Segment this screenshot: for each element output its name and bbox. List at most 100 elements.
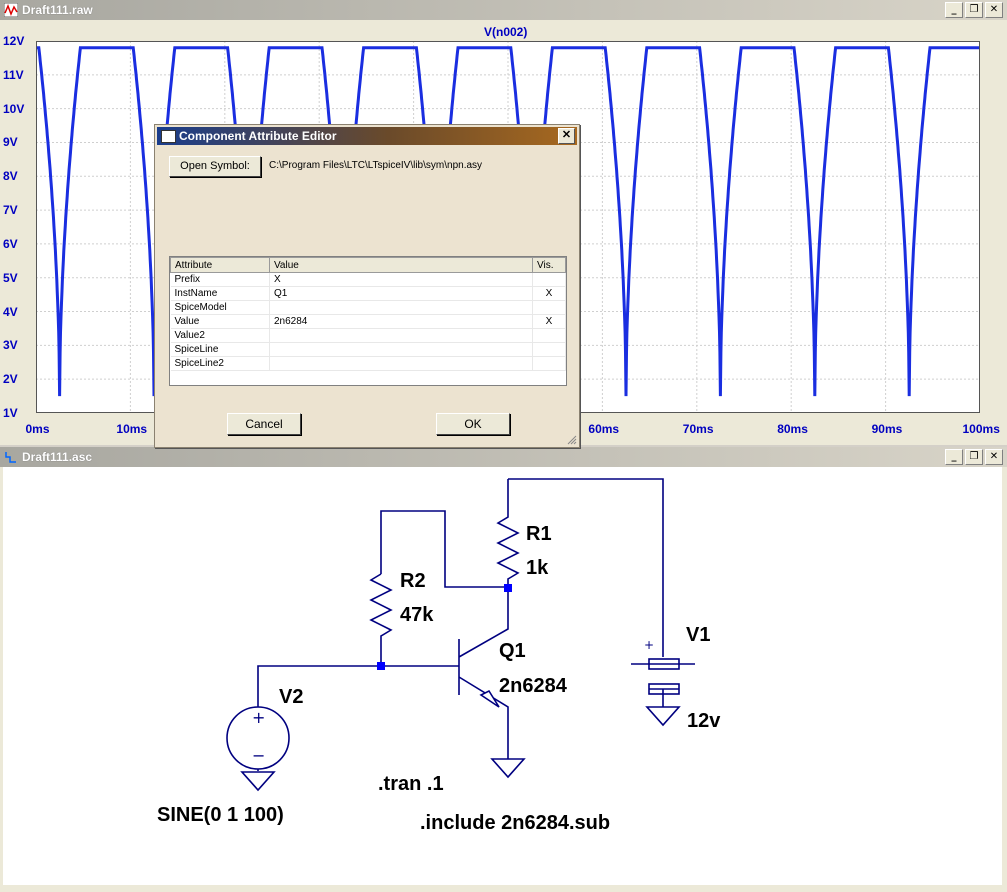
trace-name-label[interactable]: V(n002)	[484, 25, 528, 39]
attribute-cell-attribute[interactable]: InstName	[170, 286, 270, 301]
waveform-titlebar[interactable]: Draft111.raw _ ❐ ✕	[0, 0, 1007, 20]
col-value[interactable]: Value	[269, 257, 533, 273]
attribute-cell-vis[interactable]: X	[532, 314, 566, 329]
x-tick-label: 100ms	[962, 422, 1000, 436]
node-collector	[504, 584, 512, 592]
schematic-canvas[interactable]: + − + R1 1k R2 47k Q1 2n6284 V1 12v V2 S…	[3, 467, 1002, 885]
v1-plus-sign: +	[644, 638, 654, 652]
attribute-cell-value[interactable]	[269, 342, 533, 357]
y-tick-label: 8V	[3, 169, 18, 184]
dialog-close-button[interactable]: ✕	[558, 128, 575, 144]
minimize-button[interactable]: _	[945, 2, 963, 18]
resistor-r1	[496, 485, 520, 588]
include-directive[interactable]: .include 2n6284.sub	[420, 812, 611, 834]
attribute-row[interactable]: SpiceLine2	[170, 356, 566, 371]
attribute-cell-vis[interactable]	[532, 356, 566, 371]
r1-value[interactable]: 1k	[526, 557, 549, 579]
waveform-window-title: Draft111.raw	[22, 3, 93, 17]
schematic-window-title: Draft111.asc	[22, 450, 93, 464]
ground-q1	[490, 758, 526, 779]
x-tick-label: 80ms	[777, 422, 808, 436]
wire-feedback	[380, 510, 508, 588]
v1-name[interactable]: V1	[686, 624, 711, 646]
y-tick-label: 1V	[3, 406, 18, 420]
y-tick-label: 2V	[3, 372, 18, 387]
attribute-row[interactable]: SpiceLine	[170, 342, 566, 357]
attribute-cell-value[interactable]: X	[269, 272, 533, 287]
ground-v1	[645, 706, 681, 727]
attribute-row[interactable]: SpiceModel	[170, 300, 566, 315]
component-attribute-editor: Component Attribute Editor ✕ Open Symbol…	[154, 124, 580, 448]
ok-button[interactable]: OK	[436, 413, 510, 435]
y-tick-label: 11V	[3, 67, 24, 82]
attribute-cell-attribute[interactable]: SpiceLine	[170, 342, 270, 357]
ground-v2	[240, 771, 276, 792]
attribute-row[interactable]: Value2	[170, 328, 566, 343]
q1-value[interactable]: 2n6284	[499, 675, 567, 697]
r2-value[interactable]: 47k	[400, 604, 434, 626]
attribute-cell-value[interactable]: 2n6284	[269, 314, 533, 329]
x-tick-label: 60ms	[588, 422, 620, 436]
r2-name[interactable]: R2	[400, 570, 426, 592]
attribute-cell-vis[interactable]: X	[532, 286, 566, 301]
battery-v1	[631, 635, 695, 707]
y-tick-label: 6V	[3, 236, 18, 251]
cancel-button[interactable]: Cancel	[227, 413, 301, 435]
attribute-cell-attribute[interactable]: Value2	[170, 328, 270, 343]
v2-minus-sign: −	[252, 746, 265, 765]
y-tick-label: 3V	[3, 338, 18, 353]
q1-emitter-arrow	[479, 689, 500, 708]
attribute-cell-value[interactable]	[269, 356, 533, 371]
y-tick-label: 9V	[3, 135, 18, 150]
schematic-titlebar[interactable]: Draft111.asc _ ❐ ✕	[0, 447, 1007, 467]
y-tick-label: 10V	[3, 101, 25, 116]
restore-button[interactable]: ❐	[965, 449, 983, 465]
tran-directive[interactable]: .tran .1	[378, 773, 444, 795]
attribute-cell-vis[interactable]	[532, 300, 566, 315]
open-symbol-button[interactable]: Open Symbol:	[169, 156, 261, 177]
x-tick-label: 0ms	[25, 422, 50, 436]
attribute-cell-vis[interactable]	[532, 272, 566, 287]
dialog-window-icon	[161, 130, 176, 143]
q1-name[interactable]: Q1	[499, 640, 526, 662]
waveform-icon	[4, 3, 18, 17]
wire-base	[257, 665, 459, 707]
attribute-cell-attribute[interactable]: SpiceLine2	[170, 356, 270, 371]
attribute-cell-vis[interactable]	[532, 328, 566, 343]
resistor-r2	[369, 573, 393, 666]
y-tick-label: 12V	[3, 34, 25, 48]
schematic-icon	[5, 452, 16, 463]
x-tick-label: 10ms	[116, 422, 148, 436]
y-tick-label: 5V	[3, 270, 18, 285]
dialog-title: Component Attribute Editor	[179, 129, 337, 143]
dialog-titlebar[interactable]: Component Attribute Editor ✕	[157, 127, 577, 145]
attribute-cell-attribute[interactable]: SpiceModel	[170, 300, 270, 315]
attribute-cell-value[interactable]	[269, 328, 533, 343]
v2-value[interactable]: SINE(0 1 100)	[157, 804, 284, 826]
close-button[interactable]: ✕	[985, 449, 1003, 465]
v1-value[interactable]: 12v	[687, 710, 721, 732]
trace-vn002	[36, 46, 980, 397]
y-tick-label: 7V	[3, 203, 18, 218]
resize-grip-icon[interactable]	[567, 435, 577, 445]
attribute-cell-vis[interactable]	[532, 342, 566, 357]
wire-supply-top	[507, 478, 664, 635]
v2-plus-sign: +	[252, 708, 265, 727]
v2-name[interactable]: V2	[279, 686, 304, 708]
attribute-cell-attribute[interactable]: Value	[170, 314, 270, 329]
symbol-path: C:\Program Files\LTC\LTspiceIV\lib\sym\n…	[269, 160, 483, 171]
close-button[interactable]: ✕	[985, 2, 1003, 18]
x-tick-label: 70ms	[682, 422, 714, 436]
col-attribute[interactable]: Attribute	[170, 257, 270, 273]
col-vis[interactable]: Vis.	[532, 257, 566, 273]
attribute-cell-value[interactable]: Q1	[269, 286, 533, 301]
minimize-button[interactable]: _	[945, 449, 963, 465]
r1-name[interactable]: R1	[526, 523, 552, 545]
attribute-cell-value[interactable]	[269, 300, 533, 315]
attribute-cell-attribute[interactable]: Prefix	[170, 272, 270, 287]
restore-button[interactable]: ❐	[965, 2, 983, 18]
